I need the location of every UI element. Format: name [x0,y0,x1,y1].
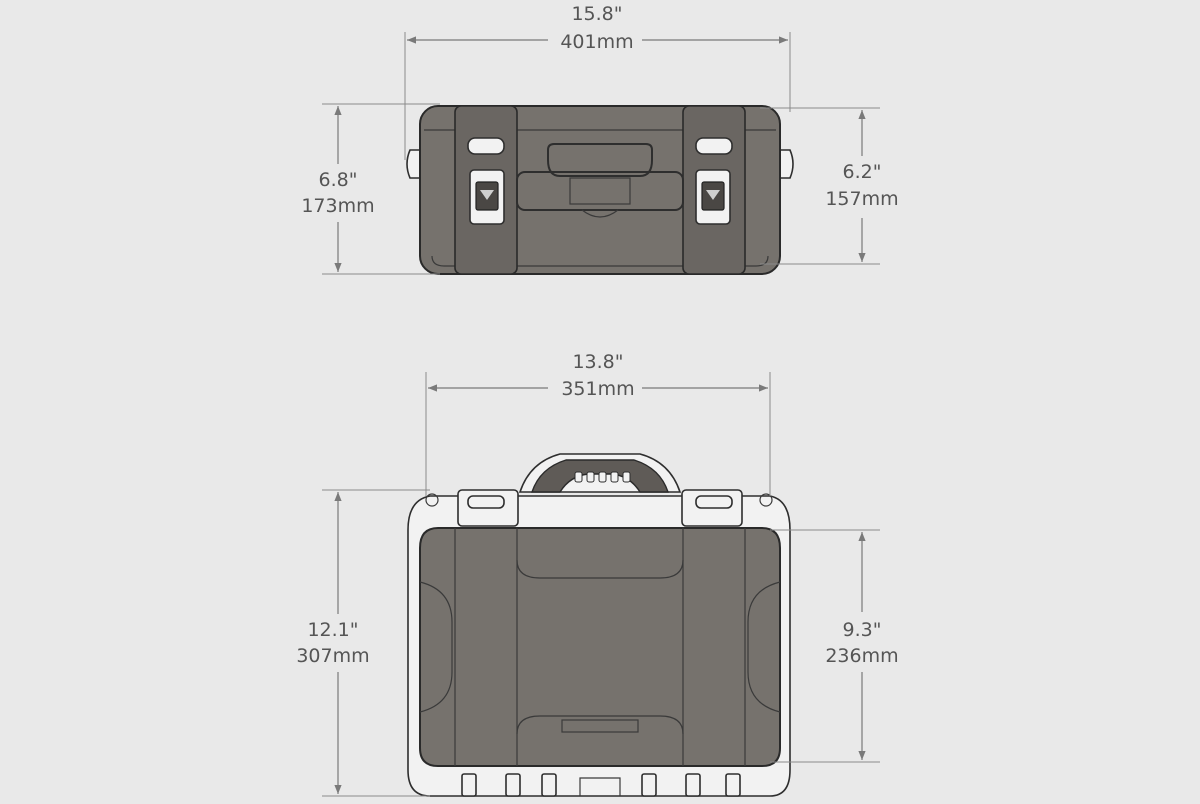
handle-pivot [581,209,619,218]
top-depth-inches: 12.1" [307,619,358,641]
latch-left [469,169,505,225]
top-view: 13.8" 351mm 12.1" 307mm 9.3" 236mm [296,351,899,797]
handle-bar [516,171,684,211]
lid-panel [419,527,781,767]
front-width-inches: 15.8" [571,3,622,25]
corner-pin-right [759,493,773,507]
front-lid-height-mm: 157mm [825,188,898,210]
top-inner-depth-mm: 236mm [825,645,898,667]
handle-grip [569,177,631,205]
bottom-feet [461,773,741,797]
front-lid-height-inches: 6.2" [843,161,882,183]
front-height-mm: 173mm [301,195,374,217]
top-depth-mm: 307mm [296,645,369,667]
front-width-mm: 401mm [560,31,633,53]
lid-contour-right [747,581,781,713]
latch-right [695,169,731,225]
top-width-mm: 351mm [561,378,634,400]
hinge-slot-right [695,137,733,155]
hinge-slot-top-right [695,495,733,509]
lid-contour-top [516,559,684,579]
lid-contour-bottom [516,715,684,735]
handle-vents [574,471,631,483]
front-view: 15.8" 401mm 6.8" 173mm 6.2" 157mm [301,3,899,275]
hinge-slot-left [467,137,505,155]
top-width-inches: 13.8" [572,351,623,373]
lid-contour-left [419,581,453,713]
lid-ribs [454,528,746,766]
front-height-inches: 6.8" [319,169,358,191]
hinge-slot-top-left [467,495,505,509]
carry-handle-front [547,143,653,177]
label-plate [561,719,639,733]
top-inner-depth-inches: 9.3" [843,619,882,641]
base-lip [431,255,769,267]
corner-pin-left [425,493,439,507]
